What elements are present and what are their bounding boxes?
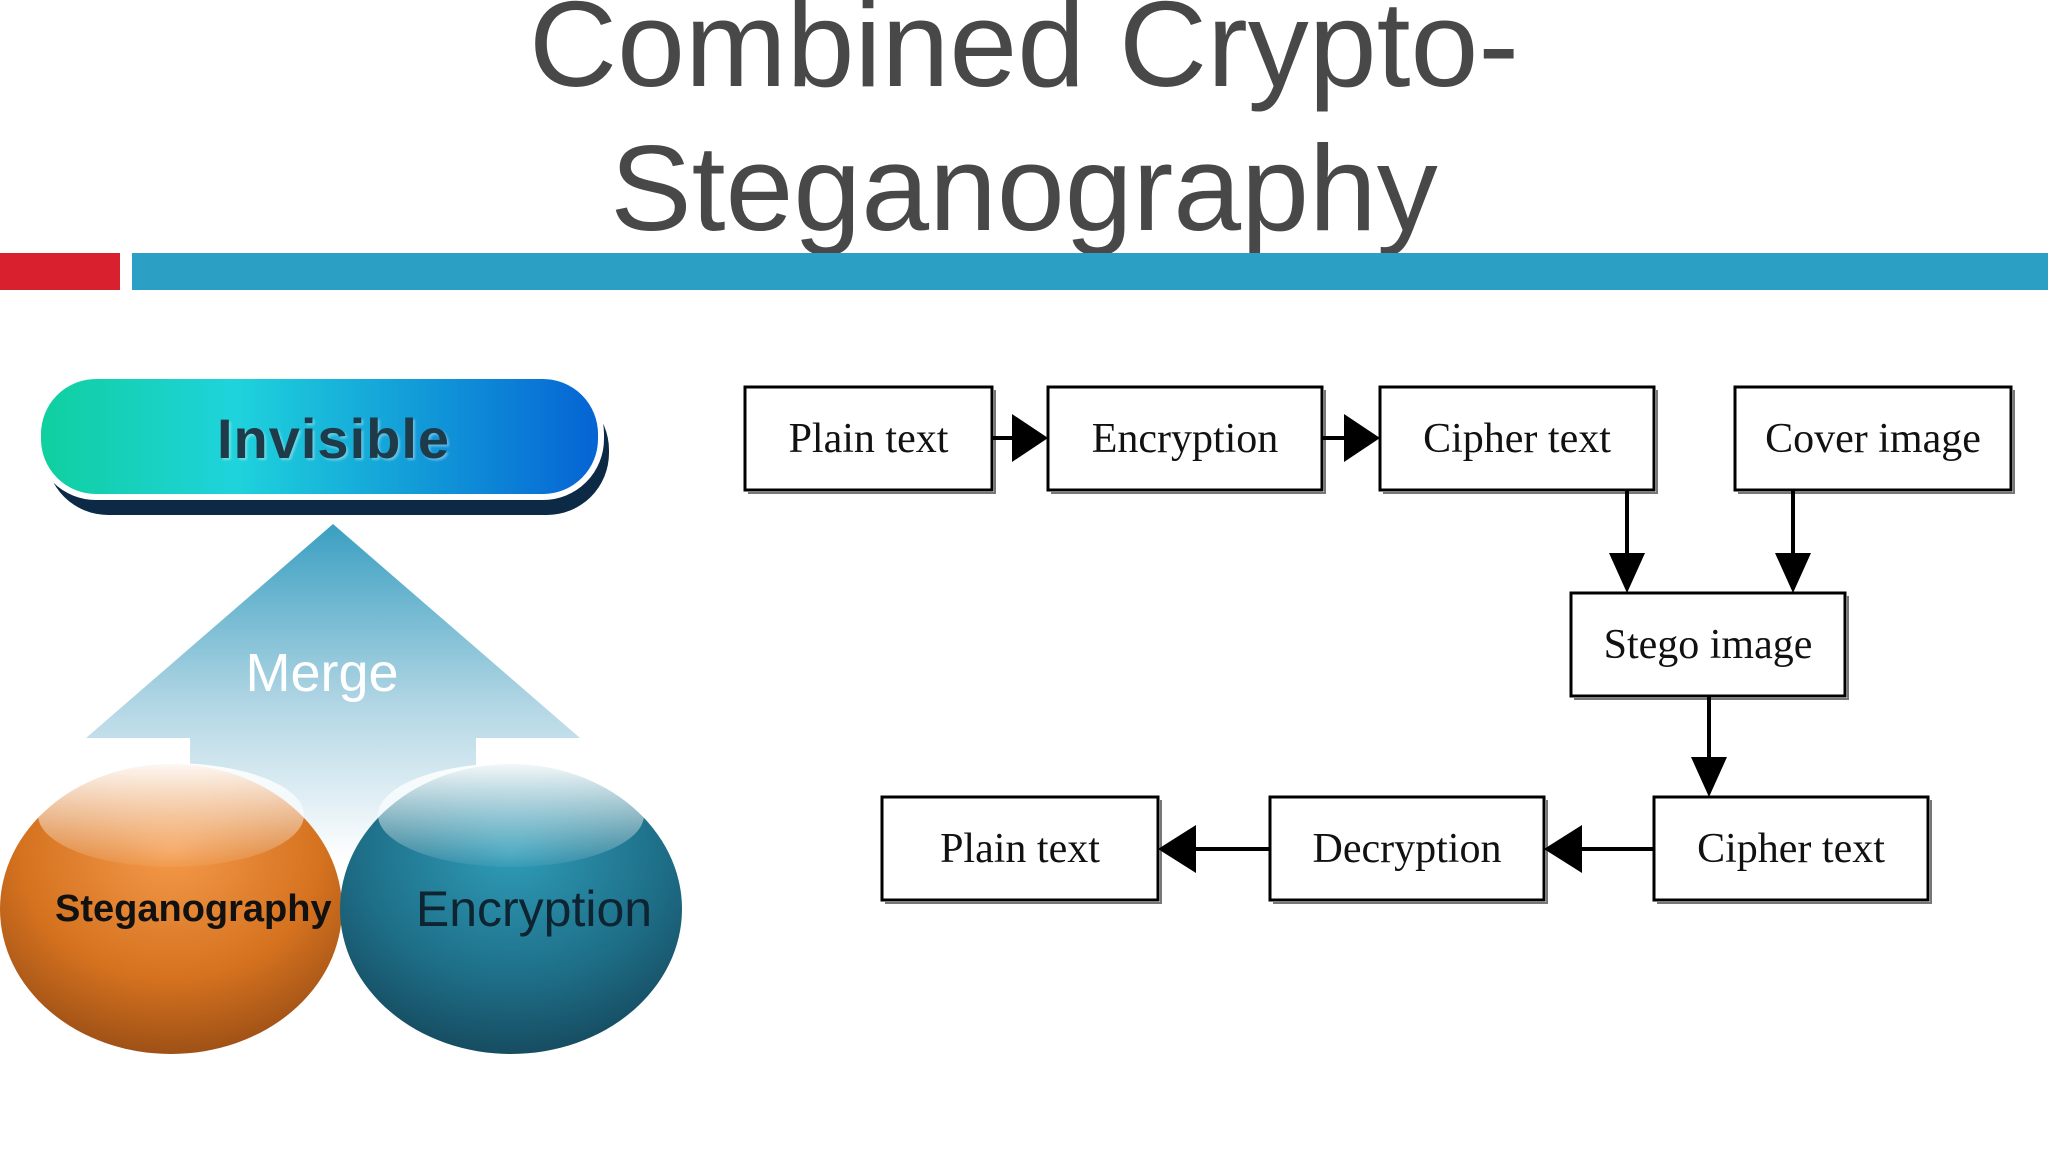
box-label-decryption: Decryption (1312, 826, 1502, 872)
arrowhead (1012, 414, 1048, 462)
arrowhead (1609, 553, 1645, 593)
arrowhead (1344, 414, 1380, 462)
box-label-cipher-text-1: Cipher text (1423, 416, 1611, 462)
box-label-cipher-text-2: Cipher text (1697, 826, 1885, 872)
arrowhead (1775, 553, 1811, 593)
slide-title: Combined Crypto- Steganography (0, 0, 2048, 260)
box-plain-text-2 (880, 795, 1160, 902)
box-cipher-text-1 (1378, 385, 1656, 492)
box-label-plain-text-2: Plain text (940, 826, 1100, 872)
box-label-encryption: Encryption (1091, 416, 1279, 462)
box-label-cover-image: Cover image (1765, 416, 1981, 462)
invisible-label: Invisible (216, 407, 451, 470)
arrowhead (1544, 825, 1582, 873)
box-cipher-text-2 (1652, 795, 1930, 902)
steganography-label: Steganography (55, 888, 332, 930)
arrowhead (1691, 757, 1727, 797)
title-line-1: Combined Crypto- (529, 0, 1519, 112)
title-line-2: Steganography (610, 120, 1438, 256)
steganography-bubble-gloss (38, 763, 304, 867)
box-decryption (1268, 795, 1546, 902)
encryption-bubble-gloss (378, 763, 644, 867)
box-plain-text-1 (743, 385, 994, 492)
box-label-plain-text-1: Plain text (788, 416, 949, 462)
box-cover-image (1733, 385, 2013, 492)
accent-bar-red (0, 253, 120, 290)
accent-bar-blue (132, 253, 2048, 290)
box-encryption (1046, 385, 1324, 492)
invisible-pill (35, 373, 604, 500)
encryption-bubble-label: Encryption (415, 881, 653, 937)
merge-label: Merge (245, 643, 399, 703)
box-label-stego-image: Stego image (1603, 622, 1813, 668)
box-stego-image (1569, 591, 1847, 698)
arrowhead (1158, 825, 1196, 873)
